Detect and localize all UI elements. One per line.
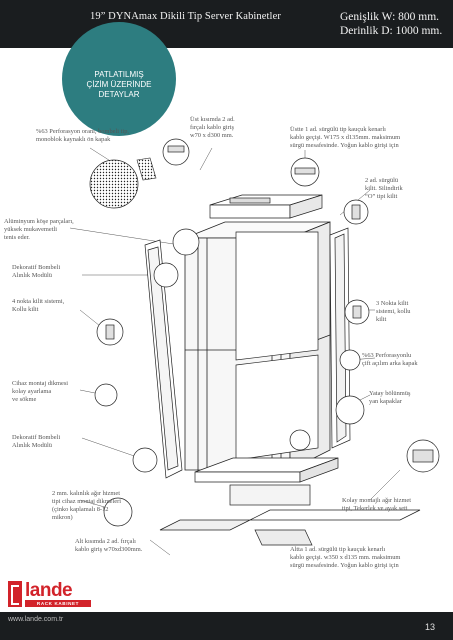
label-3point-lock: 3 Nokta kilit sistemi, kollu kilit	[376, 300, 411, 323]
badge-line-1: PATLATILMIŞ	[94, 70, 144, 79]
footer-url: www.lande.com.tr	[8, 616, 64, 623]
section-badge-text: PATLATILMIŞ ÇİZİM ÜZERİNDE DETAYLAR	[62, 70, 176, 100]
header-bar: 19” DYNAmax Dikili Tip Server Kabinetler…	[0, 0, 453, 48]
logo-tagline: RACK KABINET	[25, 600, 91, 607]
logo-word: lande	[25, 580, 73, 601]
footer-bar	[0, 612, 453, 640]
label-side-panels: Yatay bölünmüş yan kapaklar	[369, 390, 411, 405]
label-mounting-profile: Cihaz montaj dikmesi kolay ayarlama ve s…	[12, 380, 69, 403]
label-decorative-bottom: Dekoratif Bombeli Alınlık Modülü	[12, 434, 61, 449]
section-badge	[62, 22, 176, 136]
label-rear-perforation: %63 Perforasyonlu çift açılım arka kapak	[362, 352, 418, 367]
label-4point-lock: 4 nokta kilit sistemi, Kollu kilit	[12, 298, 65, 313]
label-top-brush-entry: Üst kısımda 2 ad. fırçalı kablo giriş w7…	[190, 116, 235, 139]
front-door	[144, 239, 183, 479]
front-perforated-panel	[136, 157, 157, 181]
page-title: 19” DYNAmax Dikili Tip Server Kabinetler	[90, 11, 281, 22]
label-decorative-top: Dekoratif Bombeli Alınlık Modülü	[12, 264, 61, 279]
dimensions: Genişlik W: 800 mm. Derinlik D: 1000 mm.	[340, 10, 442, 38]
rear-door	[329, 227, 351, 449]
label-bottom-sliding-cable: Altta 1 ad. sürgülü tip kauçuk kenarlı k…	[290, 546, 401, 569]
label-bottom-brush-entry: Alt kısımda 2 ad. fırçalı kablo giriş w7…	[75, 538, 143, 553]
side-panels	[235, 231, 319, 461]
label-heavy-duty-profile: 2 mm. kalınlık ağır hizmet tipi cihaz mo…	[52, 490, 122, 521]
badge-line-2: ÇİZİM ÜZERİNDE	[86, 80, 152, 89]
width-spec: Genişlik W: 800 mm.	[340, 11, 440, 23]
callout-circles	[89, 138, 440, 527]
lande-logo: lande RACK KABINET	[8, 580, 94, 607]
label-wheel-set: Kolay montajlı ağır hizmet tipi, Tekerle…	[342, 497, 412, 512]
badge-line-3: DETAYLAR	[98, 90, 140, 99]
label-sliding-lock: 2 ad. sürgülü kilit. Silindirik “O” tipi…	[365, 177, 403, 200]
label-front-perforation: %63 Perforasyon oranı, bombeli tip, mono…	[36, 128, 130, 143]
logo-mark	[8, 581, 22, 607]
base-plinth	[194, 457, 339, 483]
top-cover	[209, 194, 323, 219]
depth-spec: Derinlik D: 1000 mm.	[340, 25, 443, 37]
label-top-sliding-cable: Üstte 1 ad. sürgülü tip kauçuk kenarlı k…	[290, 126, 401, 149]
label-aluminium-corner: Alüminyum köşe parçaları, yüksek mukavem…	[4, 218, 74, 241]
page-number: 13	[425, 622, 436, 632]
bottom-parts	[159, 484, 421, 546]
